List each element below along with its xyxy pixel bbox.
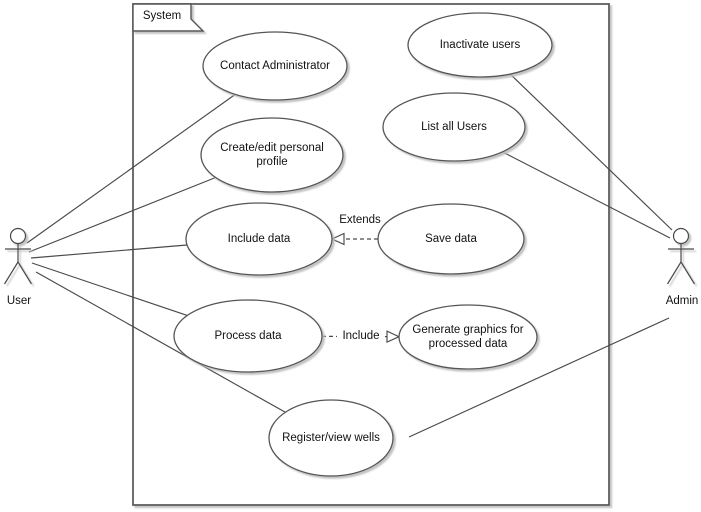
association-user-contact_admin <box>26 93 236 244</box>
usecase-process_data: Process data <box>173 299 323 373</box>
actors-layer: User Admin <box>3 227 699 307</box>
system-label-tab <box>132 3 205 32</box>
usecase-ellipse <box>407 12 553 78</box>
include-label-background <box>337 329 385 343</box>
actor-label: User <box>7 295 31 307</box>
usecase-inactivate_users: Inactivate users <box>407 12 553 78</box>
usecase-list_all_users: List all Users <box>382 92 526 162</box>
include-relation: Include <box>321 329 401 344</box>
usecase-label: Save data <box>425 233 477 245</box>
system-label: System <box>143 10 181 22</box>
nodes-layer: Contact Administrator Inactivate usersCre… <box>173 12 553 477</box>
usecase-ellipse <box>185 202 333 276</box>
actor-admin <box>666 227 696 285</box>
usecase-include_data: Include data <box>185 202 333 276</box>
usecase-label: Include data <box>228 233 291 245</box>
usecase-label: List all Users <box>421 121 487 133</box>
association-user-include_data <box>30 244 188 259</box>
association-admin-inactivate_users <box>509 73 673 231</box>
include-label: Include <box>342 330 379 342</box>
association-admin-list_all_users <box>502 151 671 239</box>
usecase-contact_admin: Contact Administrator <box>202 31 348 101</box>
hollow-triangle-arrowhead-icon <box>386 330 401 344</box>
usecase-register_wells: Register/view wells <box>268 399 394 477</box>
usecase-label: Inactivate users <box>440 39 521 51</box>
association-user-create_edit_profile <box>28 176 216 253</box>
usecase-ellipse <box>202 31 348 101</box>
extend-relation: Extends <box>330 214 381 246</box>
actor-label: Admin <box>666 295 699 307</box>
actor-head <box>672 227 690 245</box>
usecase-save_data: Save data <box>377 203 525 275</box>
usecase-ellipse <box>200 117 344 193</box>
usecase-ellipse <box>377 203 525 275</box>
usecase-label: Process data <box>214 330 282 342</box>
actor-leg-left <box>666 261 682 285</box>
usecase-ellipse <box>268 399 394 477</box>
usecase-label: Contact Administrator <box>220 60 330 72</box>
actor-head <box>9 227 27 245</box>
usecase-ellipse <box>398 304 538 370</box>
association-user-process_data <box>31 262 188 317</box>
association-user-register_wells <box>35 271 286 413</box>
actor-leg-right <box>680 261 696 285</box>
hollow-triangle-arrowhead-icon <box>330 232 345 246</box>
usecase-ellipse <box>173 299 323 373</box>
actor-leg-right <box>17 261 33 285</box>
association-admin-register_wells <box>408 317 670 438</box>
actor-user <box>3 227 33 285</box>
actor-leg-left <box>3 261 19 285</box>
usecase-ellipse <box>382 92 526 162</box>
extend-label: Extends <box>339 214 381 226</box>
usecase-label: Register/view wells <box>282 432 380 444</box>
